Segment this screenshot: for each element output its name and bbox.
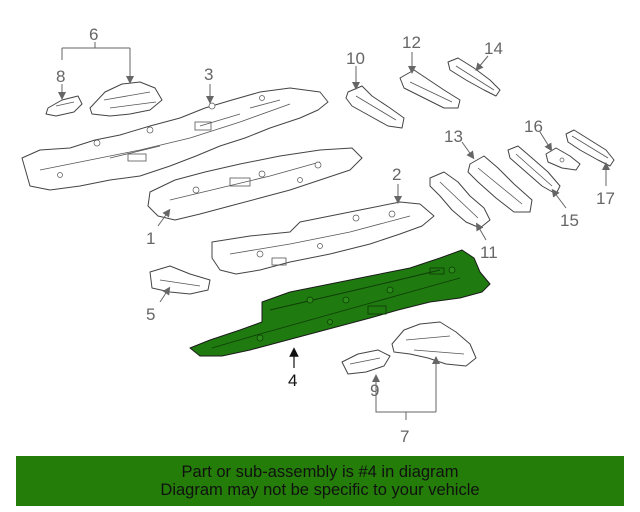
part-6-crossmember[interactable] <box>89 81 163 117</box>
callout-11[interactable]: 11 <box>480 243 498 262</box>
callout-labels: 6 8 3 10 12 14 13 16 17 15 2 1 11 5 4 9 … <box>56 25 615 446</box>
leader-lines <box>58 42 610 420</box>
part-1-floor-panel[interactable] <box>147 147 363 221</box>
part-16-bracket[interactable] <box>545 147 581 171</box>
banner-line-1: Part or sub-assembly is #4 in diagram <box>181 463 459 481</box>
callout-8[interactable]: 8 <box>56 67 65 86</box>
callout-1[interactable]: 1 <box>146 229 155 248</box>
part-9-bracket[interactable] <box>341 349 391 375</box>
parts-diagram: 6 8 3 10 12 14 13 16 17 15 2 1 11 5 4 9 … <box>21 25 615 446</box>
callout-2[interactable]: 2 <box>392 165 401 184</box>
callout-9[interactable]: 9 <box>370 381 379 400</box>
callout-12[interactable]: 12 <box>402 33 421 52</box>
part-3-floor-pan[interactable] <box>21 87 329 191</box>
callout-6[interactable]: 6 <box>89 25 98 44</box>
part-5-bracket[interactable] <box>149 265 211 295</box>
callout-7[interactable]: 7 <box>400 427 409 446</box>
callout-10[interactable]: 10 <box>346 49 365 68</box>
callout-14[interactable]: 14 <box>484 39 503 58</box>
part-12-bracket[interactable] <box>399 69 461 109</box>
part-2-floor-panel[interactable] <box>211 201 435 275</box>
part-10-bracket[interactable] <box>345 85 405 129</box>
part-8-bracket[interactable] <box>45 95 83 117</box>
part-17-rail[interactable] <box>565 129 615 167</box>
part-4-underfloor-cover[interactable] <box>189 249 491 357</box>
part-13-rail[interactable] <box>467 155 533 213</box>
callout-4[interactable]: 4 <box>288 371 297 390</box>
part-11-member[interactable] <box>429 171 491 229</box>
callout-13[interactable]: 13 <box>444 127 463 146</box>
part-7-crossmember[interactable] <box>391 321 477 367</box>
banner-line-2: Diagram may not be specific to your vehi… <box>160 481 480 499</box>
callout-5[interactable]: 5 <box>146 305 155 324</box>
callout-15[interactable]: 15 <box>560 211 579 230</box>
part-14-rail[interactable] <box>447 57 501 97</box>
callout-17[interactable]: 17 <box>596 189 615 208</box>
callout-16[interactable]: 16 <box>524 117 543 136</box>
info-banner: Part or sub-assembly is #4 in diagram Di… <box>16 456 624 506</box>
callout-3[interactable]: 3 <box>204 65 213 84</box>
